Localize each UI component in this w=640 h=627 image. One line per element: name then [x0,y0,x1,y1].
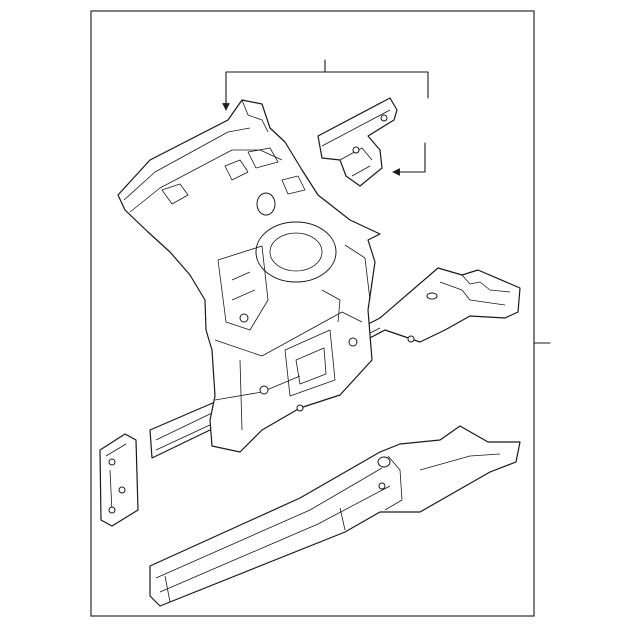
lower-side-rail[interactable] [149,425,521,607]
small-bracket[interactable] [99,433,139,527]
upper-bracket[interactable] [317,97,398,187]
apron-group-callout [222,59,429,176]
front-apron-assembly[interactable] [117,99,381,453]
